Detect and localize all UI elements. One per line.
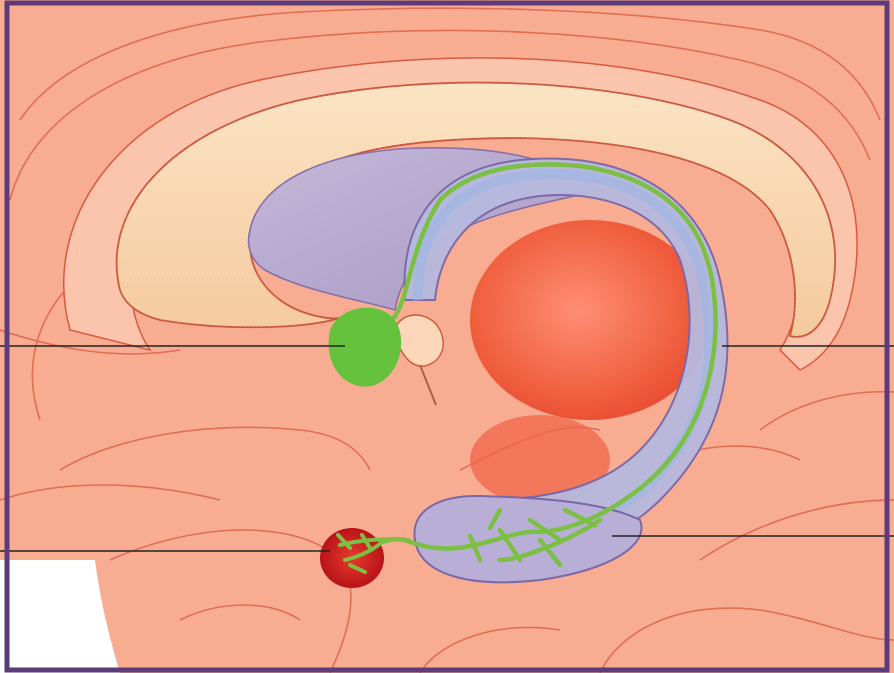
thalamus (470, 220, 710, 420)
